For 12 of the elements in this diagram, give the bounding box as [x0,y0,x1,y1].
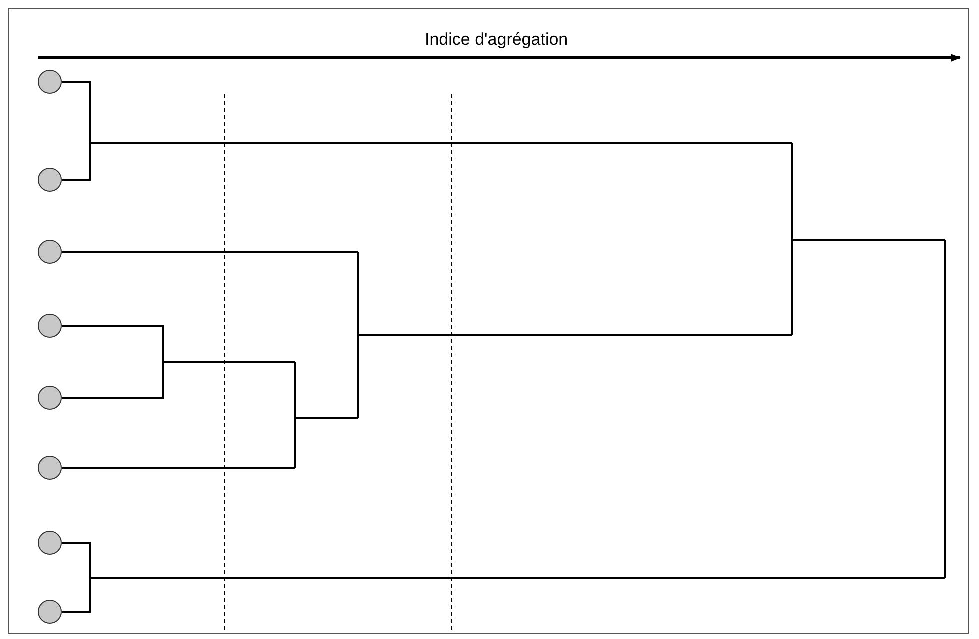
dendrogram-bracket [62,542,91,613]
leaf-circle [38,456,62,480]
dendrogram-bracket [62,81,91,181]
leaf-circle [38,240,62,264]
leaf-circle [38,531,62,555]
leaf-circle [38,314,62,338]
axis-label: Indice d'agrégation [425,30,568,50]
leaf-circle [38,70,62,94]
leaf-circle [38,168,62,192]
leaf-circle [38,600,62,624]
dendrogram-bracket [62,325,164,399]
leaf-circle [38,386,62,410]
